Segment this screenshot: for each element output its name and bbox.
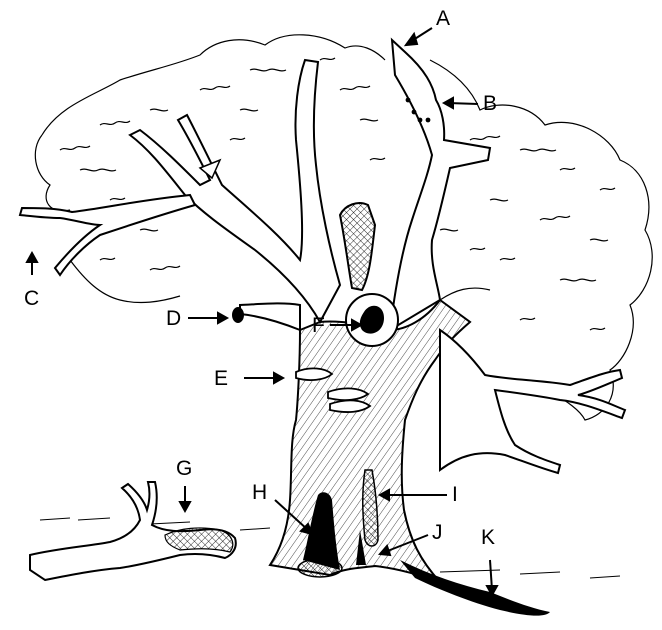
label-g: G — [176, 458, 192, 479]
label-j: J — [432, 522, 443, 543]
label-f: F — [312, 315, 325, 336]
label-c: C — [24, 288, 39, 309]
label-b: B — [483, 93, 497, 114]
label-h: H — [252, 482, 267, 503]
root-flare — [298, 559, 342, 577]
stub-end — [232, 307, 244, 323]
label-e: E — [214, 368, 228, 389]
label-i: I — [452, 484, 458, 505]
label-a: A — [436, 8, 450, 29]
label-d: D — [166, 308, 181, 329]
dead-stub — [340, 203, 375, 290]
label-k: K — [481, 527, 495, 548]
fallen-log-bark — [165, 528, 233, 552]
